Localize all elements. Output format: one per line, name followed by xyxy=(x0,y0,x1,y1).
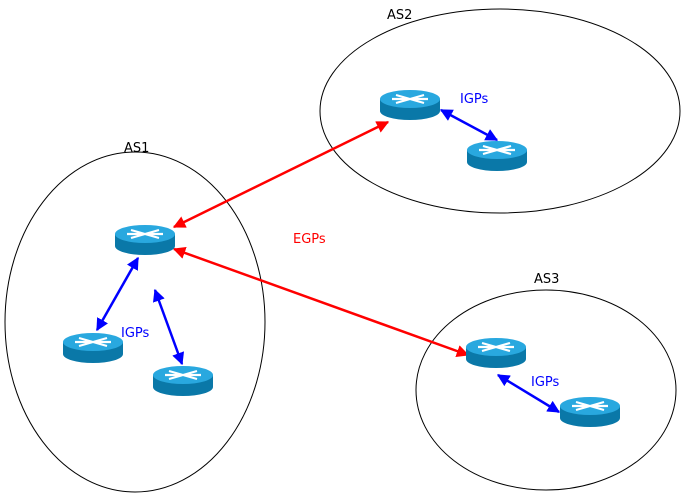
router-icon xyxy=(151,364,215,398)
router-icon xyxy=(61,331,125,365)
as2-boundary xyxy=(319,8,681,214)
egp-link-as1-as3 xyxy=(172,246,470,358)
igp-label-as3: IGPs xyxy=(531,375,560,390)
igp-link-as1-b xyxy=(152,288,185,366)
router-icon xyxy=(378,88,442,122)
as2-label: AS2 xyxy=(387,8,412,23)
egp-label: EGPs xyxy=(293,232,326,247)
as1-boundary xyxy=(4,151,266,493)
as3-boundary xyxy=(415,289,677,491)
as3-label: AS3 xyxy=(534,272,559,287)
router-icon xyxy=(113,223,177,257)
router-icon xyxy=(465,139,529,173)
as1-label: AS1 xyxy=(124,141,149,156)
igp-link-as3 xyxy=(496,373,561,414)
egp-link-as1-as2 xyxy=(172,120,390,229)
igp-label-as2: IGPs xyxy=(460,92,489,107)
igp-link-as1-a xyxy=(95,256,140,332)
router-icon xyxy=(464,336,528,370)
router-icon xyxy=(558,395,622,429)
igp-label-as1: IGPs xyxy=(121,326,150,341)
igp-link-as2 xyxy=(439,108,499,142)
